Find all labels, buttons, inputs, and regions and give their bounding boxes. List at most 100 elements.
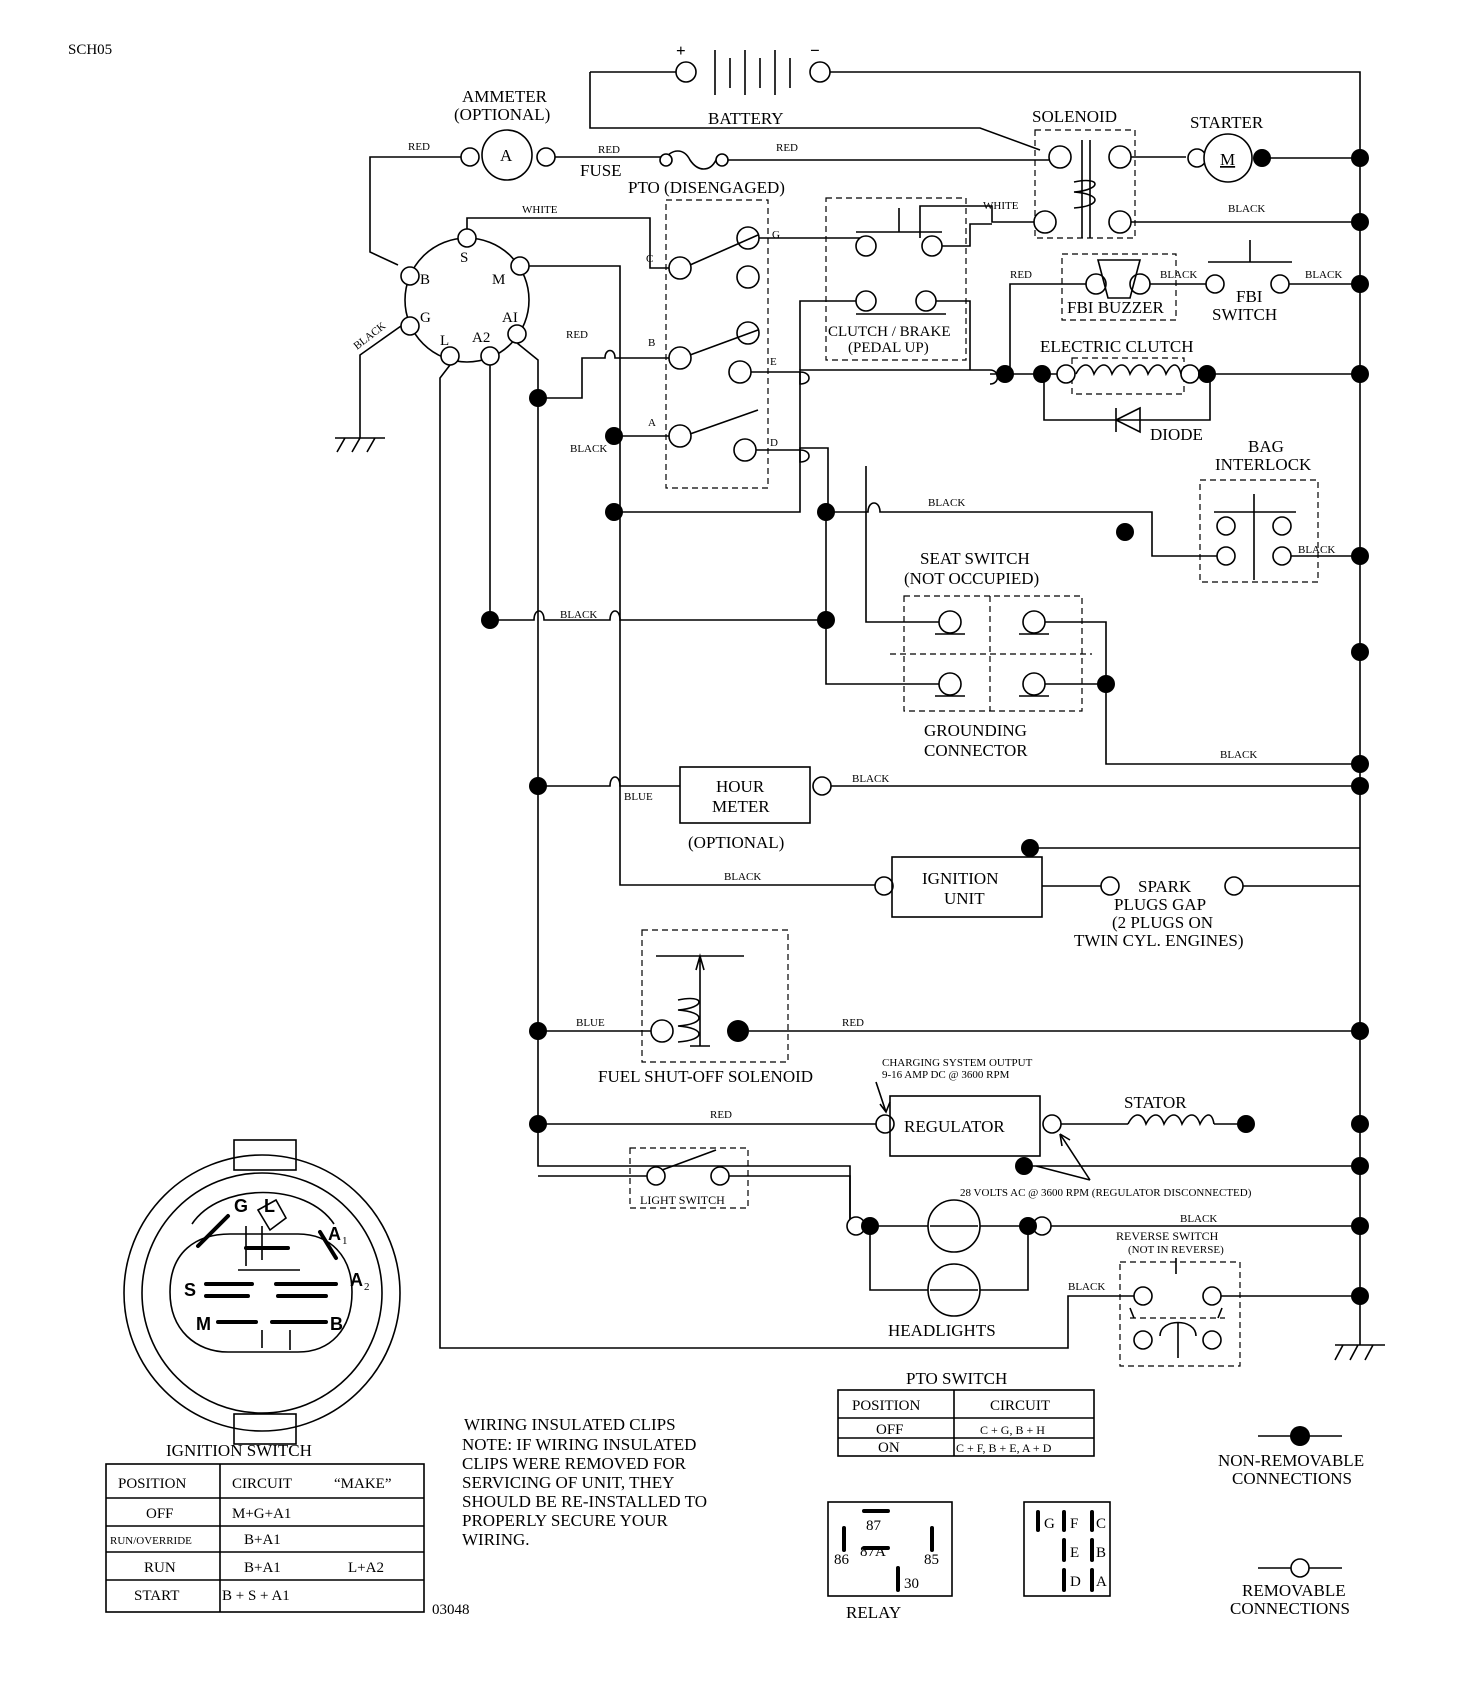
ign-header-make: “MAKE” <box>334 1476 391 1492</box>
wire-black-headlights: BLACK <box>1180 1213 1217 1225</box>
face-a-2: A <box>350 1270 363 1290</box>
hour-meter: BLUE HOUR METER BLACK (OPTIONAL) <box>538 766 1360 852</box>
ign-term-m: M <box>492 272 505 288</box>
ign-term-a1: AI <box>502 310 518 326</box>
pto-row1-position: ON <box>878 1440 900 1456</box>
diode-label: DIODE <box>1150 425 1203 444</box>
wire-blue-hour: BLUE <box>624 791 653 803</box>
pto-pin-d: D <box>1070 1574 1081 1590</box>
ignition-switch-table: IGNITION SWITCH POSITION CIRCUIT “MAKE” … <box>105 1441 425 1613</box>
ign-row3-position: START <box>134 1588 179 1604</box>
fbi-switch-label-1: FBI <box>1236 287 1263 306</box>
wire-black-ign: BLACK <box>724 871 761 883</box>
pto-connector: G F C E B D A <box>1023 1501 1111 1597</box>
ign-row1-position: RUN/OVERRIDE <box>110 1535 192 1547</box>
wire-black-main: BLACK <box>560 609 597 621</box>
reverse-label-2: (NOT IN REVERSE) <box>1128 1244 1224 1256</box>
fbi-switch: FBI SWITCH BLACK <box>1205 240 1360 324</box>
charging-label-2: 9-16 AMP DC @ 3600 RPM <box>882 1069 1010 1081</box>
ammeter-letter: A <box>500 146 513 165</box>
pto-pin-f: F <box>1070 1516 1078 1532</box>
pto-term-g: G <box>772 229 780 241</box>
pto-row0-circuit: C + G, B + H <box>980 1423 1045 1437</box>
pto-pin-e: E <box>1070 1545 1079 1561</box>
face-a2: 2 <box>364 1281 370 1293</box>
legend: NON-REMOVABLE CONNECTIONS REMOVABLE CONN… <box>1218 1426 1364 1618</box>
wire-red-3: RED <box>776 142 798 154</box>
ammeter: AMMETER (OPTIONAL) A RED RED RED FUSE <box>369 87 1060 266</box>
pto-term-e: E <box>770 356 777 368</box>
charging-label-1: CHARGING SYSTEM OUTPUT <box>882 1057 1033 1069</box>
wire-black-seat: BLACK <box>1220 749 1257 761</box>
note-line-5: WIRING. <box>462 1530 530 1549</box>
solenoid-label: SOLENOID <box>1032 107 1117 126</box>
face-a1: 1 <box>342 1235 348 1247</box>
legend-non-removable-2: CONNECTIONS <box>1232 1469 1352 1488</box>
stator-label: STATOR <box>1124 1093 1187 1112</box>
ign-term-a2: A2 <box>472 330 490 346</box>
fuel-label: FUEL SHUT-OFF SOLENOID <box>598 1067 813 1086</box>
seat-label-2: (NOT OCCUPIED) <box>904 569 1039 588</box>
pto-term-a: A <box>648 417 656 429</box>
note-line-2: SERVICING OF UNIT, THEY <box>462 1473 674 1492</box>
spark-label-1: SPARK <box>1138 877 1192 896</box>
ign-term-g: G <box>420 310 431 326</box>
doc-id: SCH05 <box>68 42 112 58</box>
hour-label-2: METER <box>712 797 770 816</box>
headlights: HEADLIGHTS BLACK <box>846 1199 1360 1340</box>
ignition-switch-face: G L A 1 A 2 S M B <box>123 1139 401 1445</box>
bag-label-1: BAG <box>1248 437 1284 456</box>
wire-white-solenoid: WHITE <box>983 200 1019 212</box>
relay-pin-87: 87 <box>866 1518 882 1534</box>
wire-black-hour: BLACK <box>852 773 889 785</box>
ign-row2-position: RUN <box>144 1560 176 1576</box>
starter-letter: M <box>1220 150 1235 169</box>
wire-black-fbi-sw: BLACK <box>1305 269 1342 281</box>
ign-header-position: POSITION <box>118 1476 187 1492</box>
pto-pin-g: G <box>1044 1516 1055 1532</box>
relay-pin-86: 86 <box>834 1552 850 1568</box>
starter-label: STARTER <box>1190 113 1264 132</box>
battery: + − BATTERY <box>589 41 1361 1345</box>
pto-label: PTO (DISENGAGED) <box>628 178 785 197</box>
reverse-switch: REVERSE SWITCH (NOT IN REVERSE) BLACK <box>1068 1229 1360 1367</box>
pto-row0-position: OFF <box>876 1422 904 1438</box>
relay-label: RELAY <box>846 1603 901 1622</box>
clutch-brake-switch: CLUTCH / BRAKE (PEDAL UP) <box>799 197 992 370</box>
ground-label-1: GROUNDING <box>924 721 1027 740</box>
wire-red-fuel: RED <box>842 1017 864 1029</box>
spark-label-4: TWIN CYL. ENGINES) <box>1074 931 1244 950</box>
pto-pin-c: C <box>1096 1516 1106 1532</box>
volts-ac-label: 28 VOLTS AC @ 3600 RPM (REGULATOR DISCON… <box>960 1187 1252 1199</box>
pto-term-c: C <box>646 253 653 265</box>
wire-blue-fuel: BLUE <box>576 1017 605 1029</box>
electric-clutch: ELECTRIC CLUTCH DIODE <box>990 337 1360 444</box>
legend-removable-2: CONNECTIONS <box>1230 1599 1350 1618</box>
pto-switch-table: PTO SWITCH POSITION CIRCUIT OFF C + G, B… <box>837 1369 1095 1457</box>
note-line-1: CLIPS WERE REMOVED FOR <box>462 1454 687 1473</box>
ground-label-2: CONNECTOR <box>924 741 1028 760</box>
hour-label-1: HOUR <box>716 777 765 796</box>
battery-positive: + <box>676 41 686 60</box>
ign-row1-circuit: B+A1 <box>244 1532 281 1548</box>
relay-pin-85: 85 <box>924 1552 939 1568</box>
pto-header-position: POSITION <box>852 1398 921 1414</box>
legend-removable-1: REMOVABLE <box>1242 1581 1346 1600</box>
electric-clutch-label: ELECTRIC CLUTCH <box>1040 337 1193 356</box>
seat-switch: SEAT SWITCH (NOT OCCUPIED) GROUNDING CON… <box>825 466 1360 765</box>
ign-unit-label-1: IGNITION <box>922 869 998 888</box>
wire-black-solenoid: BLACK <box>1228 203 1265 215</box>
reverse-label-1: REVERSE SWITCH <box>1116 1229 1219 1243</box>
wire-red-1: RED <box>408 141 430 153</box>
spark-label-2: PLUGS GAP <box>1114 895 1206 914</box>
fuel-shutoff-solenoid: BLUE RED FUEL SHUT-OFF SOLENOID <box>538 929 1360 1086</box>
ign-row3-circuit: B + S + A1 <box>222 1588 290 1604</box>
pto-switch: PTO (DISENGAGED) G B E A D RED BLACK <box>538 178 999 513</box>
ammeter-optional: (OPTIONAL) <box>454 105 550 124</box>
regulator: CHARGING SYSTEM OUTPUT 9-16 AMP DC @ 360… <box>538 1057 1360 1199</box>
ign-term-b: B <box>420 272 430 288</box>
light-switch: LIGHT SWITCH <box>538 1147 851 1220</box>
starter: STARTER M <box>1187 113 1360 183</box>
legend-non-removable-1: NON-REMOVABLE <box>1218 1451 1364 1470</box>
